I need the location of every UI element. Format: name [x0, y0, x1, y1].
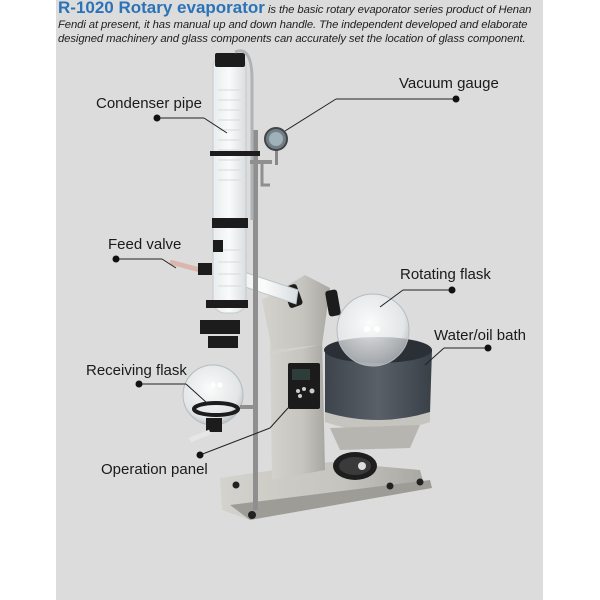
condenser	[206, 49, 272, 314]
label-water-oil-bath: Water/oil bath	[434, 327, 526, 344]
callout-lines	[112, 95, 492, 459]
product-title: R-1020 Rotary evaporator	[58, 0, 265, 17]
rotating-flask	[336, 293, 410, 367]
label-operation-panel: Operation panel	[101, 461, 208, 478]
support-rod	[253, 130, 258, 510]
intro-paragraph: R-1020 Rotary evaporator is the basic ro…	[58, 0, 542, 47]
product-description: is the basic rotary evaporator series pr…	[58, 4, 532, 45]
base-stand	[220, 452, 432, 520]
receiving-flask	[182, 320, 258, 443]
label-receiving-flask: Receiving flask	[86, 362, 187, 379]
feed-valve	[169, 240, 223, 275]
label-vacuum-gauge: Vacuum gauge	[399, 75, 499, 92]
label-condenser-pipe: Condenser pipe	[96, 95, 202, 112]
label-feed-valve: Feed valve	[108, 236, 182, 253]
control-panel-display	[288, 363, 320, 409]
label-rotating-flask: Rotating flask	[400, 266, 491, 283]
vacuum-gauge	[264, 127, 288, 165]
